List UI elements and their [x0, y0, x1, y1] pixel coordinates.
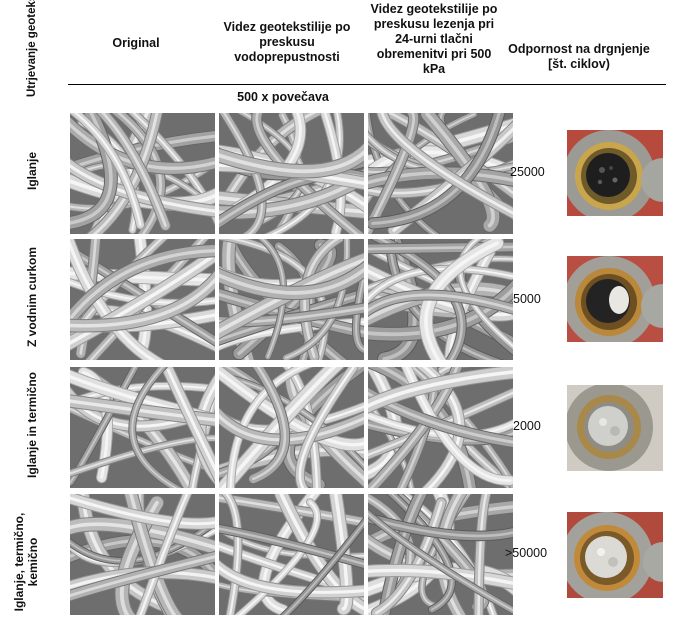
- header-after-permeability: Videz geotekstilije po preskusu vodoprep…: [223, 20, 351, 64]
- abrasion-photo-3: [567, 385, 663, 471]
- row-label-2: Z vodnim curkom: [25, 247, 39, 348]
- row-label-header: Utrjevanje geotekstilje: [26, 0, 38, 97]
- sem-image-row1-original: [70, 113, 215, 234]
- abrasion-photo-2: [567, 256, 663, 342]
- abrasion-photo-1: [567, 130, 663, 216]
- header-after-creep: Videz geotekstilije po preskusu lezenja …: [370, 2, 498, 76]
- sem-image-row1-after-creep: [368, 113, 513, 234]
- cycles-value-1: 25000: [510, 165, 545, 179]
- sem-image-row3-after-permeability: [219, 367, 364, 488]
- sem-image-row4-after-creep: [368, 494, 513, 615]
- sem-image-row3-after-creep: [368, 367, 513, 488]
- row-label-4: Iglanje, termično, kemično: [12, 512, 40, 612]
- magnification-label: 500 x povečava: [237, 90, 329, 104]
- row-label-1: Iglanje: [25, 152, 39, 191]
- sem-image-row4-after-permeability: [219, 494, 364, 615]
- abrasion-photo-4: [567, 512, 663, 598]
- sem-image-row4-original: [70, 494, 215, 615]
- header-original: Original: [112, 36, 160, 50]
- sem-image-row2-after-creep: [368, 239, 513, 360]
- sem-image-row3-original: [70, 367, 215, 488]
- row-label-3: Iglanje in termično: [25, 371, 39, 479]
- sem-image-row2-original: [70, 239, 215, 360]
- sem-image-row2-after-permeability: [219, 239, 364, 360]
- header-abrasion: Odpornost na drgnjenje [št. ciklov): [508, 42, 650, 71]
- header-rule: [68, 84, 666, 85]
- sem-image-row1-after-permeability: [219, 113, 364, 234]
- cycles-value-4: >50000: [505, 546, 548, 560]
- cycles-value-2: 5000: [513, 292, 541, 306]
- cycles-value-3: 2000: [513, 419, 541, 433]
